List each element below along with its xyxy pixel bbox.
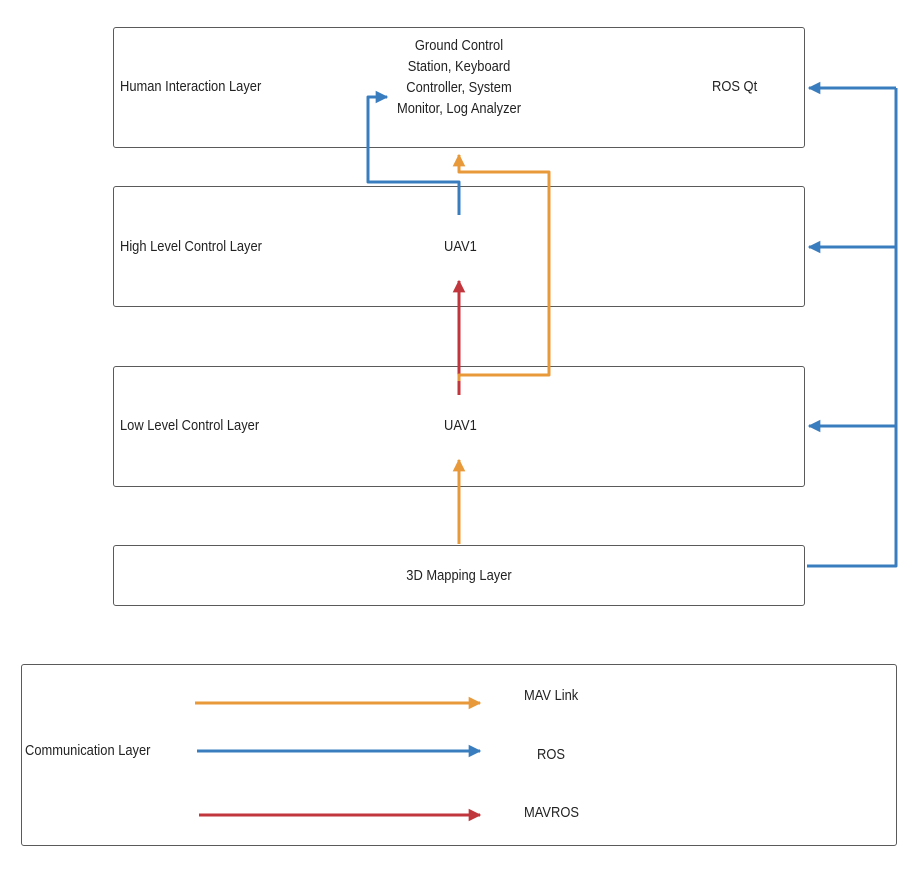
ros-bus-vertical — [807, 88, 898, 568]
communication-layer-label: Communication Layer — [25, 742, 151, 759]
legend-label-mavros: MAVROS — [524, 804, 579, 821]
low-level-uav1-label: UAV1 — [444, 417, 477, 434]
ros-qt-label: ROS Qt — [712, 78, 758, 95]
ros-connector-high-to-human — [366, 90, 461, 215]
human-interaction-layer-box — [113, 27, 805, 148]
high-level-uav1-label: UAV1 — [444, 238, 477, 255]
3d-mapping-layer-label: 3D Mapping Layer — [406, 567, 512, 584]
mavlink-connector-low-to-human — [452, 153, 551, 381]
low-level-control-layer-label: Low Level Control Layer — [120, 417, 260, 434]
3d-mapping-layer-box — [113, 545, 805, 606]
high-level-control-layer-label: High Level Control Layer — [120, 238, 262, 255]
legend-label-ros: ROS — [537, 746, 565, 763]
legend-label-mavlink: MAV Link — [524, 687, 579, 704]
ground-control-station-label: Ground Control Station, Keyboard Control… — [396, 37, 522, 117]
human-interaction-layer-label: Human Interaction Layer — [120, 78, 262, 95]
